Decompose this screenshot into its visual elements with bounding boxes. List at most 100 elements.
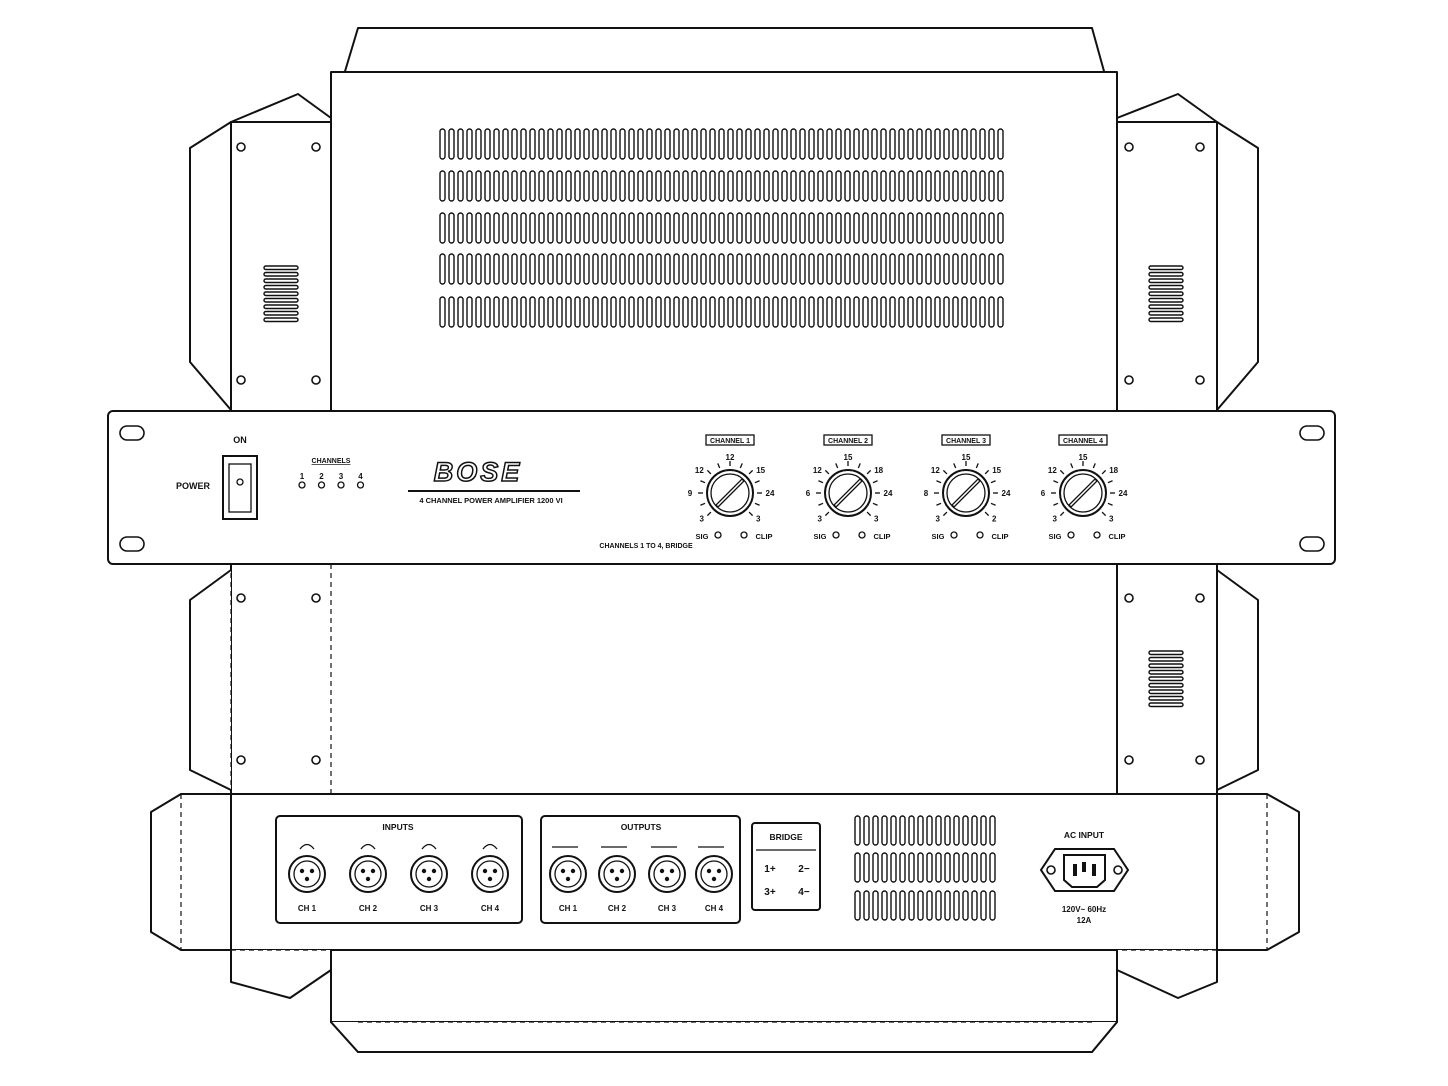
- model-label: 4 CHANNEL POWER AMPLIFIER 1200 VI: [419, 496, 562, 505]
- gain-knob[interactable]: [1059, 469, 1107, 517]
- input-xlr-inner: [415, 860, 443, 888]
- knob-scale-label: 3: [817, 514, 822, 523]
- vent-slot: [997, 253, 1004, 285]
- gain-knob[interactable]: [706, 469, 754, 517]
- rear-left-tab: [150, 793, 231, 951]
- knob-tick: [1092, 463, 1096, 469]
- output-xlr-connector[interactable]: [549, 855, 587, 893]
- vent-slot: [439, 170, 446, 202]
- side-vent-slot: [1148, 317, 1184, 323]
- vent-slot: [673, 253, 680, 285]
- rear-vent-slot: [908, 890, 915, 921]
- gain-knob-cap: [1063, 473, 1103, 513]
- vent-slot: [817, 212, 824, 244]
- vent-slot: [754, 170, 761, 202]
- knob-tick: [818, 502, 824, 506]
- xlr-pin-icon: [609, 868, 615, 874]
- sig-label: SIG: [1049, 532, 1062, 541]
- gain-knob-cap: [710, 473, 750, 513]
- rear-vent-slot: [917, 852, 924, 883]
- vent-slot: [610, 170, 617, 202]
- vent-slot: [646, 128, 653, 160]
- vent-slot: [637, 296, 644, 328]
- power-indicator-icon: [236, 478, 244, 486]
- vent-slot: [673, 212, 680, 244]
- vent-slot: [637, 128, 644, 160]
- vent-slot: [574, 212, 581, 244]
- vent-slot: [601, 128, 608, 160]
- vent-slot: [961, 212, 968, 244]
- vent-slot: [907, 253, 914, 285]
- vent-slot: [646, 296, 653, 328]
- bridge-title: BRIDGE: [769, 832, 802, 842]
- vent-slot: [727, 170, 734, 202]
- knob-scale-label: 12: [726, 453, 735, 462]
- rear-vent-slot: [944, 890, 951, 921]
- channels-leds-title: CHANNELS: [312, 458, 351, 465]
- vent-slot: [466, 212, 473, 244]
- rear-vent-slot: [872, 815, 879, 846]
- vent-slot: [844, 253, 851, 285]
- vent-slot: [718, 212, 725, 244]
- vent-slot: [673, 170, 680, 202]
- xlr-pin-icon: [492, 868, 498, 874]
- vent-slot: [844, 212, 851, 244]
- side-vent-slot: [1148, 695, 1184, 701]
- input-xlr-connector[interactable]: [349, 855, 387, 893]
- vent-slot: [970, 128, 977, 160]
- vent-slot: [943, 128, 950, 160]
- vent-slot: [556, 128, 563, 160]
- gain-knob[interactable]: [942, 469, 990, 517]
- vent-slot: [907, 170, 914, 202]
- knob-title: CHANNEL 1: [710, 438, 750, 445]
- vent-slot: [637, 212, 644, 244]
- vent-slot: [709, 296, 716, 328]
- vent-slot: [583, 296, 590, 328]
- knob-tick: [748, 469, 754, 475]
- vent-slot: [952, 128, 959, 160]
- channel-led-icon: [298, 481, 306, 489]
- output-xlr-connector[interactable]: [648, 855, 686, 893]
- vent-slot: [907, 212, 914, 244]
- output-channel-label: CH 2: [608, 904, 627, 913]
- knob-tick: [866, 511, 872, 517]
- vent-slot: [835, 128, 842, 160]
- rack-ear-hole: [1299, 425, 1325, 441]
- output-xlr-connector[interactable]: [598, 855, 636, 893]
- knob-tick: [857, 463, 861, 469]
- screw-hole: [1195, 593, 1205, 603]
- xlr-pin-icon: [309, 868, 315, 874]
- knob-tick: [748, 511, 754, 517]
- vent-slot: [538, 170, 545, 202]
- vent-slot: [736, 212, 743, 244]
- xlr-pin-icon: [370, 868, 376, 874]
- clip-label: CLIP: [991, 532, 1008, 541]
- vent-slot: [475, 170, 482, 202]
- ac-inlet-socket[interactable]: [1063, 854, 1106, 888]
- ac-current: 12A: [1077, 916, 1092, 925]
- vent-slot: [943, 170, 950, 202]
- vent-slot: [691, 128, 698, 160]
- knob-scale-label: 3: [1109, 514, 1114, 523]
- knob-scale-label: 12: [695, 466, 704, 475]
- input-xlr-connector[interactable]: [471, 855, 509, 893]
- knob-tick: [1053, 502, 1059, 506]
- vent-slot: [655, 296, 662, 328]
- vent-slot: [493, 253, 500, 285]
- vent-slot: [961, 170, 968, 202]
- ac-inlet-screw: [1046, 865, 1056, 875]
- vent-slot: [736, 296, 743, 328]
- input-xlr-connector[interactable]: [288, 855, 326, 893]
- vent-slot: [457, 253, 464, 285]
- knob-scale-label: 18: [874, 466, 883, 475]
- input-xlr-connector[interactable]: [410, 855, 448, 893]
- output-xlr-connector[interactable]: [695, 855, 733, 893]
- xlr-pin-icon: [482, 868, 488, 874]
- power-switch[interactable]: [222, 455, 258, 520]
- vent-slot: [466, 128, 473, 160]
- vent-slot: [898, 212, 905, 244]
- knob-tick: [1101, 469, 1107, 475]
- gain-knob[interactable]: [824, 469, 872, 517]
- knob-tick: [818, 480, 824, 484]
- knob-tick: [942, 511, 948, 517]
